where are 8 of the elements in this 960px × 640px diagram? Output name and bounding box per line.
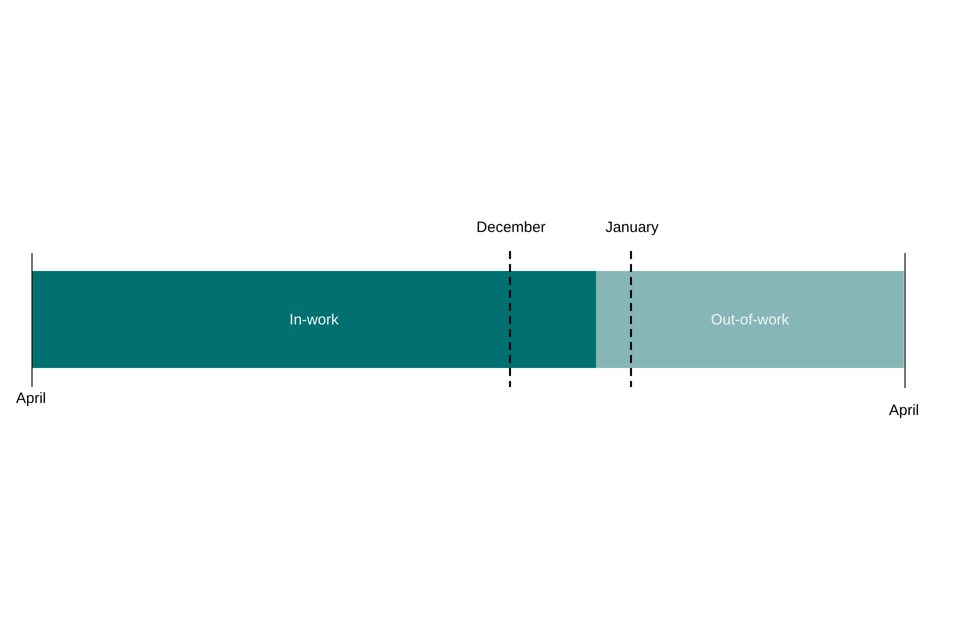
- month-label: December: [476, 219, 546, 236]
- month-label: April: [889, 402, 919, 419]
- month-label: January: [605, 219, 659, 236]
- timeline-bar-segment: [32, 271, 596, 368]
- segment-label: In-work: [288, 311, 340, 328]
- segment-label: Out-of-work: [710, 311, 790, 328]
- timeline-bar-segment: [596, 271, 904, 368]
- month-label: April: [16, 390, 46, 407]
